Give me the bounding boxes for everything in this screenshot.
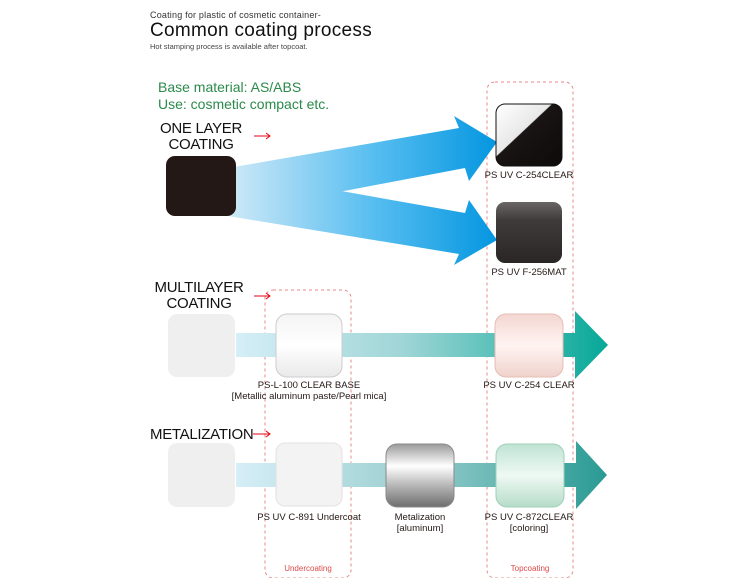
use-text: Use: cosmetic compact etc. — [158, 96, 330, 112]
undercoating-label: Undercoating — [284, 564, 332, 573]
one-layer-line1: ONE LAYER — [159, 120, 243, 137]
clear-base-label-line1: PS-L-100 CLEAR BASE — [257, 380, 361, 391]
black-base-sample — [166, 156, 236, 216]
indicator-arrow-one-layer — [254, 132, 271, 140]
metalization-label-line2: [aluminum] — [396, 523, 444, 534]
multilayer-arrow — [236, 311, 608, 379]
undercoat-891-label: PS UV C-891 Undercoat — [257, 512, 361, 523]
undercoat-sample — [275, 442, 343, 507]
clear-254-label: PS UV C-254CLEAR — [484, 170, 574, 181]
arrow-to-mat — [228, 172, 497, 265]
clear-base-sample — [275, 313, 343, 378]
mat-sample — [496, 202, 562, 263]
one-layer-line2: COATING — [168, 136, 234, 153]
indicator-arrow-multilayer — [254, 292, 271, 300]
multilayer-coating-heading: MULTILAYER COATING — [150, 280, 248, 312]
aluminum-sample — [385, 443, 455, 508]
page-title: Common coating process — [150, 20, 373, 41]
clear-base-label-line2: [Metallic aluminum paste/Pearl mica] — [231, 391, 387, 402]
clear-gloss-sample — [495, 103, 563, 167]
metalization-label-line1: Metalization — [394, 512, 446, 523]
clear-872-label-line1: PS UV C-872CLEAR — [484, 512, 574, 523]
topcoating-label: Topcoating — [510, 564, 550, 573]
clear-254-multilayer-sample — [494, 313, 564, 378]
clear-base-label: PS-L-100 CLEAR BASE [Metallic aluminum p… — [209, 380, 409, 402]
metalization-heading: METALIZATION — [150, 426, 254, 443]
metalization-base-sample — [168, 443, 235, 507]
header-note: Hot stamping process is available after … — [150, 42, 308, 51]
mat-256-label: PS UV F-256MAT — [491, 267, 567, 278]
clear-872-label: PS UV C-872CLEAR [coloring] — [474, 512, 584, 534]
clear-254-multilayer-label: PS UV C-254 CLEAR — [483, 380, 575, 391]
header-subtitle: Coating for plastic of cosmetic containe… — [150, 10, 321, 20]
clear-872-label-line2: [coloring] — [509, 523, 549, 534]
indicator-arrow-metalization — [253, 430, 271, 438]
clear-872-sample — [495, 443, 565, 508]
multilayer-line1: MULTILAYER — [154, 279, 244, 296]
multilayer-base-sample — [168, 314, 235, 377]
multilayer-line2: COATING — [166, 295, 232, 312]
base-material-text: Base material: AS/ABS — [158, 79, 302, 95]
one-layer-coating-heading: ONE LAYER COATING — [152, 121, 250, 153]
metalization-label: Metalization [aluminum] — [366, 512, 474, 534]
undercoating-zone — [264, 289, 352, 578]
